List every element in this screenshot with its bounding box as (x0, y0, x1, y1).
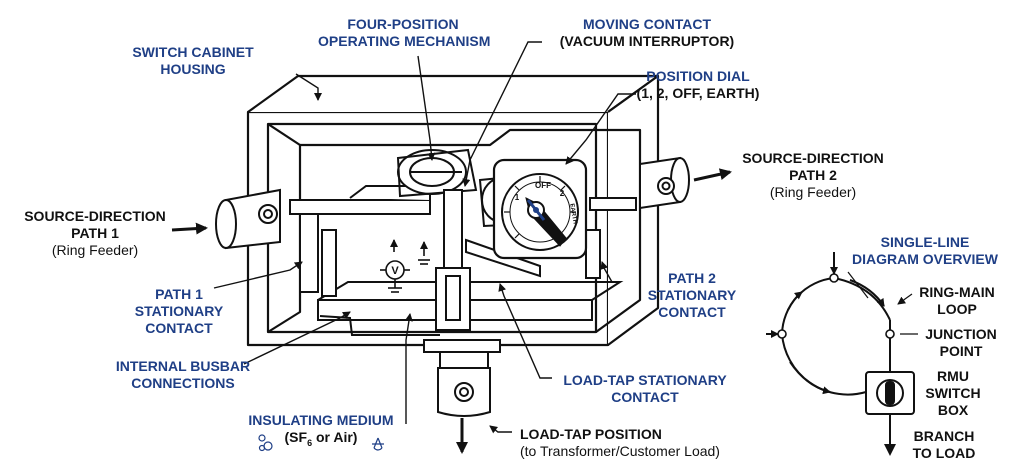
dial-label-2: 2 (560, 189, 565, 198)
label-line: CONTACT (611, 389, 679, 405)
label-line: TO LOAD (912, 445, 976, 461)
label-internal-busbar: INTERNAL BUSBAR CONNECTIONS (108, 358, 258, 392)
label-line: INSULATING MEDIUM (248, 412, 394, 428)
label-line: MOVING CONTACT (582, 16, 712, 32)
label-position-dial: POSITION DIAL (1, 2, OFF, EARTH) (628, 68, 768, 102)
rmu-switch-box-icon (865, 371, 915, 415)
sf6-bubbles-icon (258, 434, 273, 452)
single-line-nodes (777, 273, 895, 339)
label-line: BRANCH (913, 428, 975, 444)
label-line: STATIONARY (134, 303, 224, 319)
label-part: or Air) (312, 429, 358, 445)
label-line: LOAD-TAP STATIONARY (563, 372, 727, 388)
label-subscript: 6 (307, 437, 313, 448)
label-line: DIAGRAM OVERVIEW (852, 251, 998, 267)
label-moving-contact: MOVING CONTACT (VACUUM INTERRUPTOR) (552, 16, 742, 50)
label-source-path-1: SOURCE-DIRECTION PATH 1 (Ring Feeder) (20, 208, 170, 259)
label-single-line-diagram: SINGLE-LINE DIAGRAM OVERVIEW (840, 234, 1010, 268)
label-line: POSITION DIAL (646, 68, 750, 84)
position-dial (492, 158, 588, 260)
label-line: SOURCE-DIRECTION (24, 208, 166, 224)
label-path-1-stationary-contact: PATH 1 STATIONARY CONTACT (124, 286, 234, 337)
four-position-operating-mechanism (396, 148, 478, 198)
label-line: (1, 2, OFF, EARTH) (636, 85, 760, 101)
dial-label-earth: EARTH (568, 203, 577, 224)
label-line: BOX (937, 402, 969, 418)
dial-label-off: OFF (535, 181, 551, 190)
label-line: HOUSING (160, 61, 226, 77)
label-four-position-mechanism: FOUR-POSITION OPERATING MECHANISM (318, 16, 491, 50)
label-line: CONTACT (145, 320, 213, 336)
label-line: SINGLE-LINE (880, 234, 970, 250)
label-line: STATIONARY (647, 287, 737, 303)
label-path-2-stationary-contact: PATH 2 STATIONARY CONTACT (632, 270, 752, 321)
label-part: (SF (284, 429, 308, 445)
label-line: PATH 1 (71, 225, 119, 241)
label-line: PATH 1 (155, 286, 203, 302)
label-line: CONNECTIONS (131, 375, 235, 391)
label-load-tap-stationary-contact: LOAD-TAP STATIONARY CONTACT (550, 372, 740, 406)
label-line: SOURCE-DIRECTION (742, 150, 884, 166)
flow-arrows (171, 168, 732, 454)
label-line: PATH 2 (668, 270, 716, 286)
label-line: FOUR-POSITION (347, 16, 459, 32)
label-line: (VACUUM INTERRUPTOR) (559, 33, 735, 49)
label-line: (Ring Feeder) (51, 242, 139, 258)
load-tap-bushing (423, 339, 501, 417)
source-path-2-bushing (639, 156, 690, 210)
air-flow-icon (372, 437, 384, 451)
label-line: SWITCH (925, 385, 981, 401)
label-line: PATH 2 (789, 167, 837, 183)
label-line: (to Transformer/Customer Load) (520, 443, 720, 459)
label-line: LOOP (937, 301, 977, 317)
path-2-stationary-contact (585, 197, 637, 279)
label-line: RMU (937, 368, 969, 384)
label-line: OPERATING MECHANISM (318, 33, 491, 49)
label-line: CONTACT (658, 304, 726, 320)
label-junction-point: JUNCTION POINT (916, 326, 1006, 360)
label-load-tap-position: LOAD-TAP POSITION (to Transformer/Custom… (520, 426, 760, 460)
single-line-diagram (766, 252, 918, 456)
label-ring-main-loop: RING-MAIN LOOP (912, 284, 1002, 318)
label-insulating-medium: INSULATING MEDIUM (SF6 or Air) (236, 412, 406, 452)
label-line: LOAD-TAP POSITION (520, 426, 662, 442)
voltmeter-symbol: V (391, 265, 399, 277)
label-line: POINT (939, 343, 983, 359)
label-line: JUNCTION (925, 326, 997, 342)
label-line: SWITCH CABINET (132, 44, 254, 60)
source-path-1-bushing (215, 188, 281, 250)
label-line: (Ring Feeder) (769, 184, 857, 200)
label-line: RING-MAIN (919, 284, 995, 300)
label-switch-cabinet-housing: SWITCH CABINET HOUSING (118, 44, 268, 78)
label-rmu-switch-box: RMU SWITCH BOX (918, 368, 988, 419)
label-branch-to-load: BRANCH TO LOAD (904, 428, 984, 462)
leader-lines (213, 41, 636, 434)
dial-label-1: 1 (515, 193, 520, 202)
label-source-path-2: SOURCE-DIRECTION PATH 2 (Ring Feeder) (738, 150, 888, 201)
label-line: (SF6 or Air) (236, 429, 406, 452)
voltage-indicator (380, 239, 430, 293)
label-line: INTERNAL BUSBAR (115, 358, 251, 374)
